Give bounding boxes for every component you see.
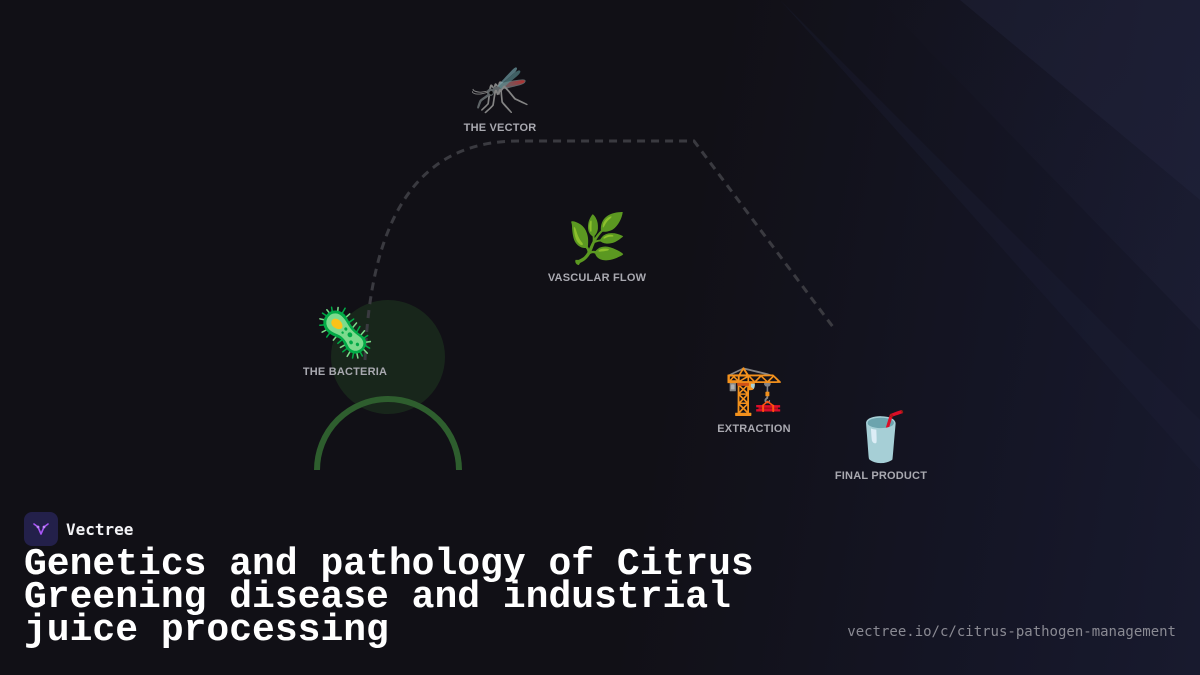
node-the-vector: 🦟 THE VECTOR bbox=[464, 60, 537, 134]
node-label: FINAL PRODUCT bbox=[834, 470, 928, 482]
node-vascular-flow: 🌿 VASCULAR FLOW bbox=[548, 210, 646, 284]
microbe-icon: 🦠 bbox=[315, 305, 375, 361]
crane-icon: 🏗️ bbox=[724, 362, 784, 418]
page-url[interactable]: vectree.io/c/citrus-pathogen-management bbox=[847, 624, 1176, 640]
page-title: Genetics and pathology of Citrus Greenin… bbox=[24, 543, 754, 652]
node-extraction: 🏗️ EXTRACTION bbox=[717, 361, 791, 435]
brand[interactable]: Vectree bbox=[24, 512, 133, 546]
cup-with-straw-icon: 🥤 bbox=[851, 409, 911, 465]
mosquito-icon: 🦟 bbox=[470, 61, 530, 117]
herb-icon: 🌿 bbox=[567, 211, 627, 267]
vectree-logo-icon bbox=[24, 512, 58, 546]
node-label: VASCULAR FLOW bbox=[547, 272, 647, 284]
node-label: EXTRACTION bbox=[717, 423, 791, 435]
node-label: THE VECTOR bbox=[463, 122, 537, 134]
brand-name: Vectree bbox=[66, 519, 134, 539]
bacteria-glow bbox=[331, 300, 445, 414]
node-label: THE BACTERIA bbox=[302, 366, 388, 378]
bacteria-arc bbox=[314, 396, 462, 471]
node-the-bacteria: 🦠 THE BACTERIA bbox=[303, 304, 387, 378]
node-final-product: 🥤 FINAL PRODUCT bbox=[835, 408, 927, 482]
